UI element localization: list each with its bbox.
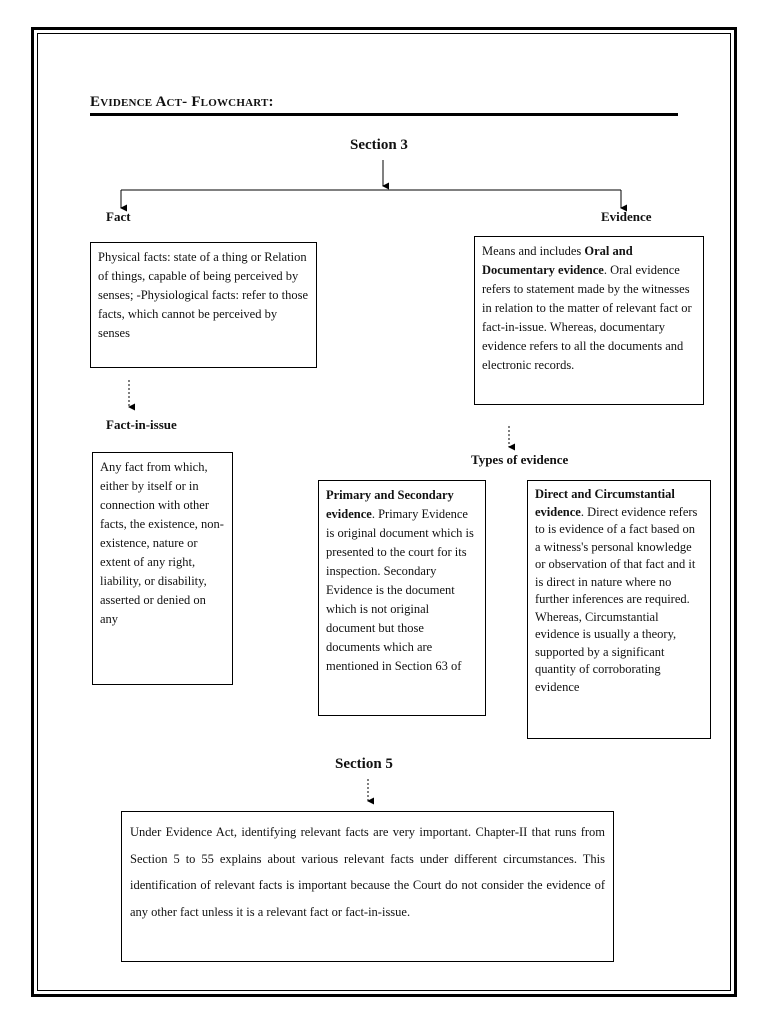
fact-in-issue-heading: Fact-in-issue — [106, 417, 177, 432]
primary-bold: Primary and Secondary evidence — [326, 488, 454, 521]
direct-circumstantial-box: Direct and Circumstantial evidence. Dire… — [527, 480, 711, 739]
evidence-bold: Oral and Documentary evidence — [482, 244, 633, 277]
types-heading: Types of evidence — [471, 452, 569, 467]
fact-text: Physical facts: state of a thing or Rela… — [98, 250, 309, 340]
evidence-heading: Evidence — [601, 209, 652, 224]
title-underline — [90, 113, 678, 116]
evidence-intro: Means and includes — [482, 244, 585, 258]
section5-text: Under Evidence Act, identifying relevant… — [130, 825, 605, 919]
primary-rest: . Primary Evidence is original document … — [326, 507, 474, 673]
fact-in-issue-box: Any fact from which, either by itself or… — [92, 452, 233, 685]
evidence-rest: . Oral evidence refers to statement made… — [482, 263, 692, 372]
fact-in-issue-text: Any fact from which, either by itself or… — [100, 460, 224, 626]
page-title: Evidence Act- Flowchart: — [90, 94, 274, 110]
section3-heading: Section 3 — [350, 137, 408, 153]
primary-secondary-box: Primary and Secondary evidence. Primary … — [318, 480, 486, 716]
direct-bold: Direct and Circumstantial evidence — [535, 487, 675, 519]
evidence-box: Means and includes Oral and Documentary … — [474, 236, 704, 405]
fact-box: Physical facts: state of a thing or Rela… — [90, 242, 317, 368]
section5-box: Under Evidence Act, identifying relevant… — [121, 811, 614, 962]
page-border-outer — [31, 27, 737, 997]
fact-heading: Fact — [106, 209, 131, 224]
page-border-inner — [37, 33, 731, 991]
direct-rest: . Direct evidence refers to is evidence … — [535, 504, 698, 694]
section5-heading: Section 5 — [335, 756, 393, 772]
